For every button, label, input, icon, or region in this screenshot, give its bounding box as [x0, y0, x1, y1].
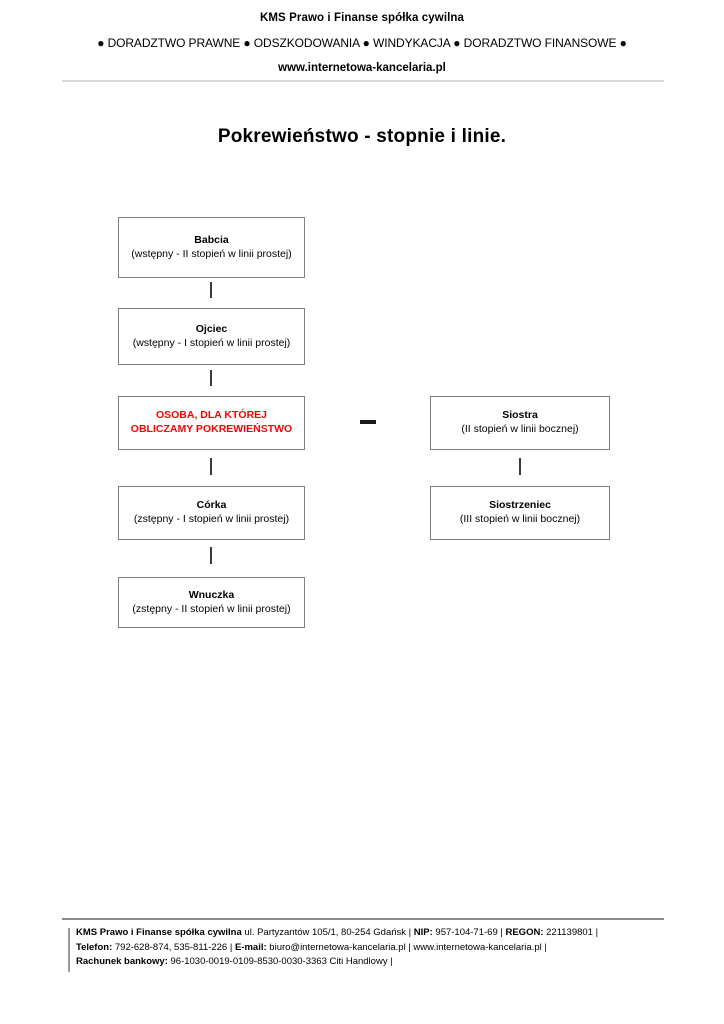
footer-address: ul. Partyzantów 105/1, 80-254 Gdańsk |	[241, 927, 414, 938]
node-corka: Córka (zstępny - I stopień w linii prost…	[118, 486, 305, 540]
node-subtitle: (zstępny - I stopień w linii prostej)	[133, 513, 290, 525]
connector-osoba-siostra	[360, 420, 376, 424]
node-ojciec: Ojciec (wstępny - I stopień w linii pros…	[118, 308, 305, 365]
header-divider	[62, 80, 664, 82]
footer-email-value: biuro@internetowa-kancelaria.pl | www.in…	[266, 941, 547, 953]
node-subtitle: (III stopień w linii bocznej)	[459, 513, 581, 525]
footer-regon-value: 221139801 |	[543, 927, 599, 938]
footer-divider	[62, 918, 664, 920]
footer-email-label: E-mail:	[234, 941, 267, 953]
connector-corka-wnuczka	[210, 547, 212, 564]
node-osoba-referencyjna: OSOBA, DLA KTÓREJ OBLICZAMY POKREWIEŃSTW…	[118, 396, 305, 450]
node-title: Siostrzeniec	[489, 499, 551, 512]
footer-contact-block: KMS Prawo i Finanse spółka cywilna ul. P…	[76, 926, 664, 970]
footer-phone-value: 792-628-874, 535-811-226 |	[112, 941, 235, 953]
node-title: Córka	[196, 499, 227, 512]
footer-nip-value: 957-104-71-69 |	[432, 927, 506, 938]
company-name: KMS Prawo i Finanse spółka cywilna	[259, 12, 465, 24]
letterhead-header: KMS Prawo i Finanse spółka cywilna ● DOR…	[0, 0, 724, 74]
node-title: Ojciec	[195, 322, 228, 335]
connector-siostra-siostrzeniec	[519, 458, 521, 475]
footer-bank-value: 96-1030-0019-0109-8530-0030-3363 Citi Ha…	[167, 956, 393, 968]
node-subtitle: (II stopień w linii bocznej)	[461, 423, 579, 435]
footer-regon-label: REGON:	[505, 927, 544, 938]
page-title: Pokrewieństwo - stopnie i linie.	[217, 126, 507, 147]
node-title: Wnuczka	[188, 588, 235, 601]
node-wnuczka: Wnuczka (zstępny - II stopień w linii pr…	[118, 577, 305, 628]
node-title: Siostra	[502, 409, 538, 422]
node-subtitle: (zstępny - II stopień w linii prostej)	[132, 602, 291, 615]
footer-line-bank: Rachunek bankowy: 96-1030-0019-0109-8530…	[76, 955, 664, 970]
node-subtitle: OBLICZAMY POKREWIEŃSTWO	[130, 423, 293, 435]
footer-bank-label: Rachunek bankowy:	[76, 956, 168, 968]
node-title: Babcia	[194, 233, 229, 246]
node-title: OSOBA, DLA KTÓREJ	[155, 409, 268, 422]
node-babcia: Babcia (wstępny - II stopień w linii pro…	[118, 217, 305, 278]
connector-babcia-ojciec	[210, 282, 212, 298]
footer-nip-label: NIP:	[413, 927, 433, 938]
footer-line-contact: Telefon: 792-628-874, 535-811-226 | E-ma…	[76, 941, 664, 956]
footer-accent-bar	[68, 928, 70, 972]
connector-osoba-corka	[210, 458, 212, 475]
footer-line-address: KMS Prawo i Finanse spółka cywilna ul. P…	[76, 926, 664, 941]
node-siostrzeniec: Siostrzeniec (III stopień w linii boczne…	[430, 486, 610, 540]
connector-ojciec-osoba	[210, 370, 212, 386]
node-subtitle: (wstępny - I stopień w linii prostej)	[132, 336, 291, 349]
node-subtitle: (wstępny - II stopień w linii prostej)	[131, 247, 292, 260]
website-url: www.internetowa-kancelaria.pl	[278, 62, 446, 74]
footer-company-name: KMS Prawo i Finanse spółka cywilna	[76, 927, 242, 938]
node-siostra: Siostra (II stopień w linii bocznej)	[430, 396, 610, 450]
services-list: ● DORADZTWO PRAWNE ● ODSZKODOWANIA ● WIN…	[97, 36, 627, 50]
footer-phone-label: Telefon:	[76, 941, 113, 953]
